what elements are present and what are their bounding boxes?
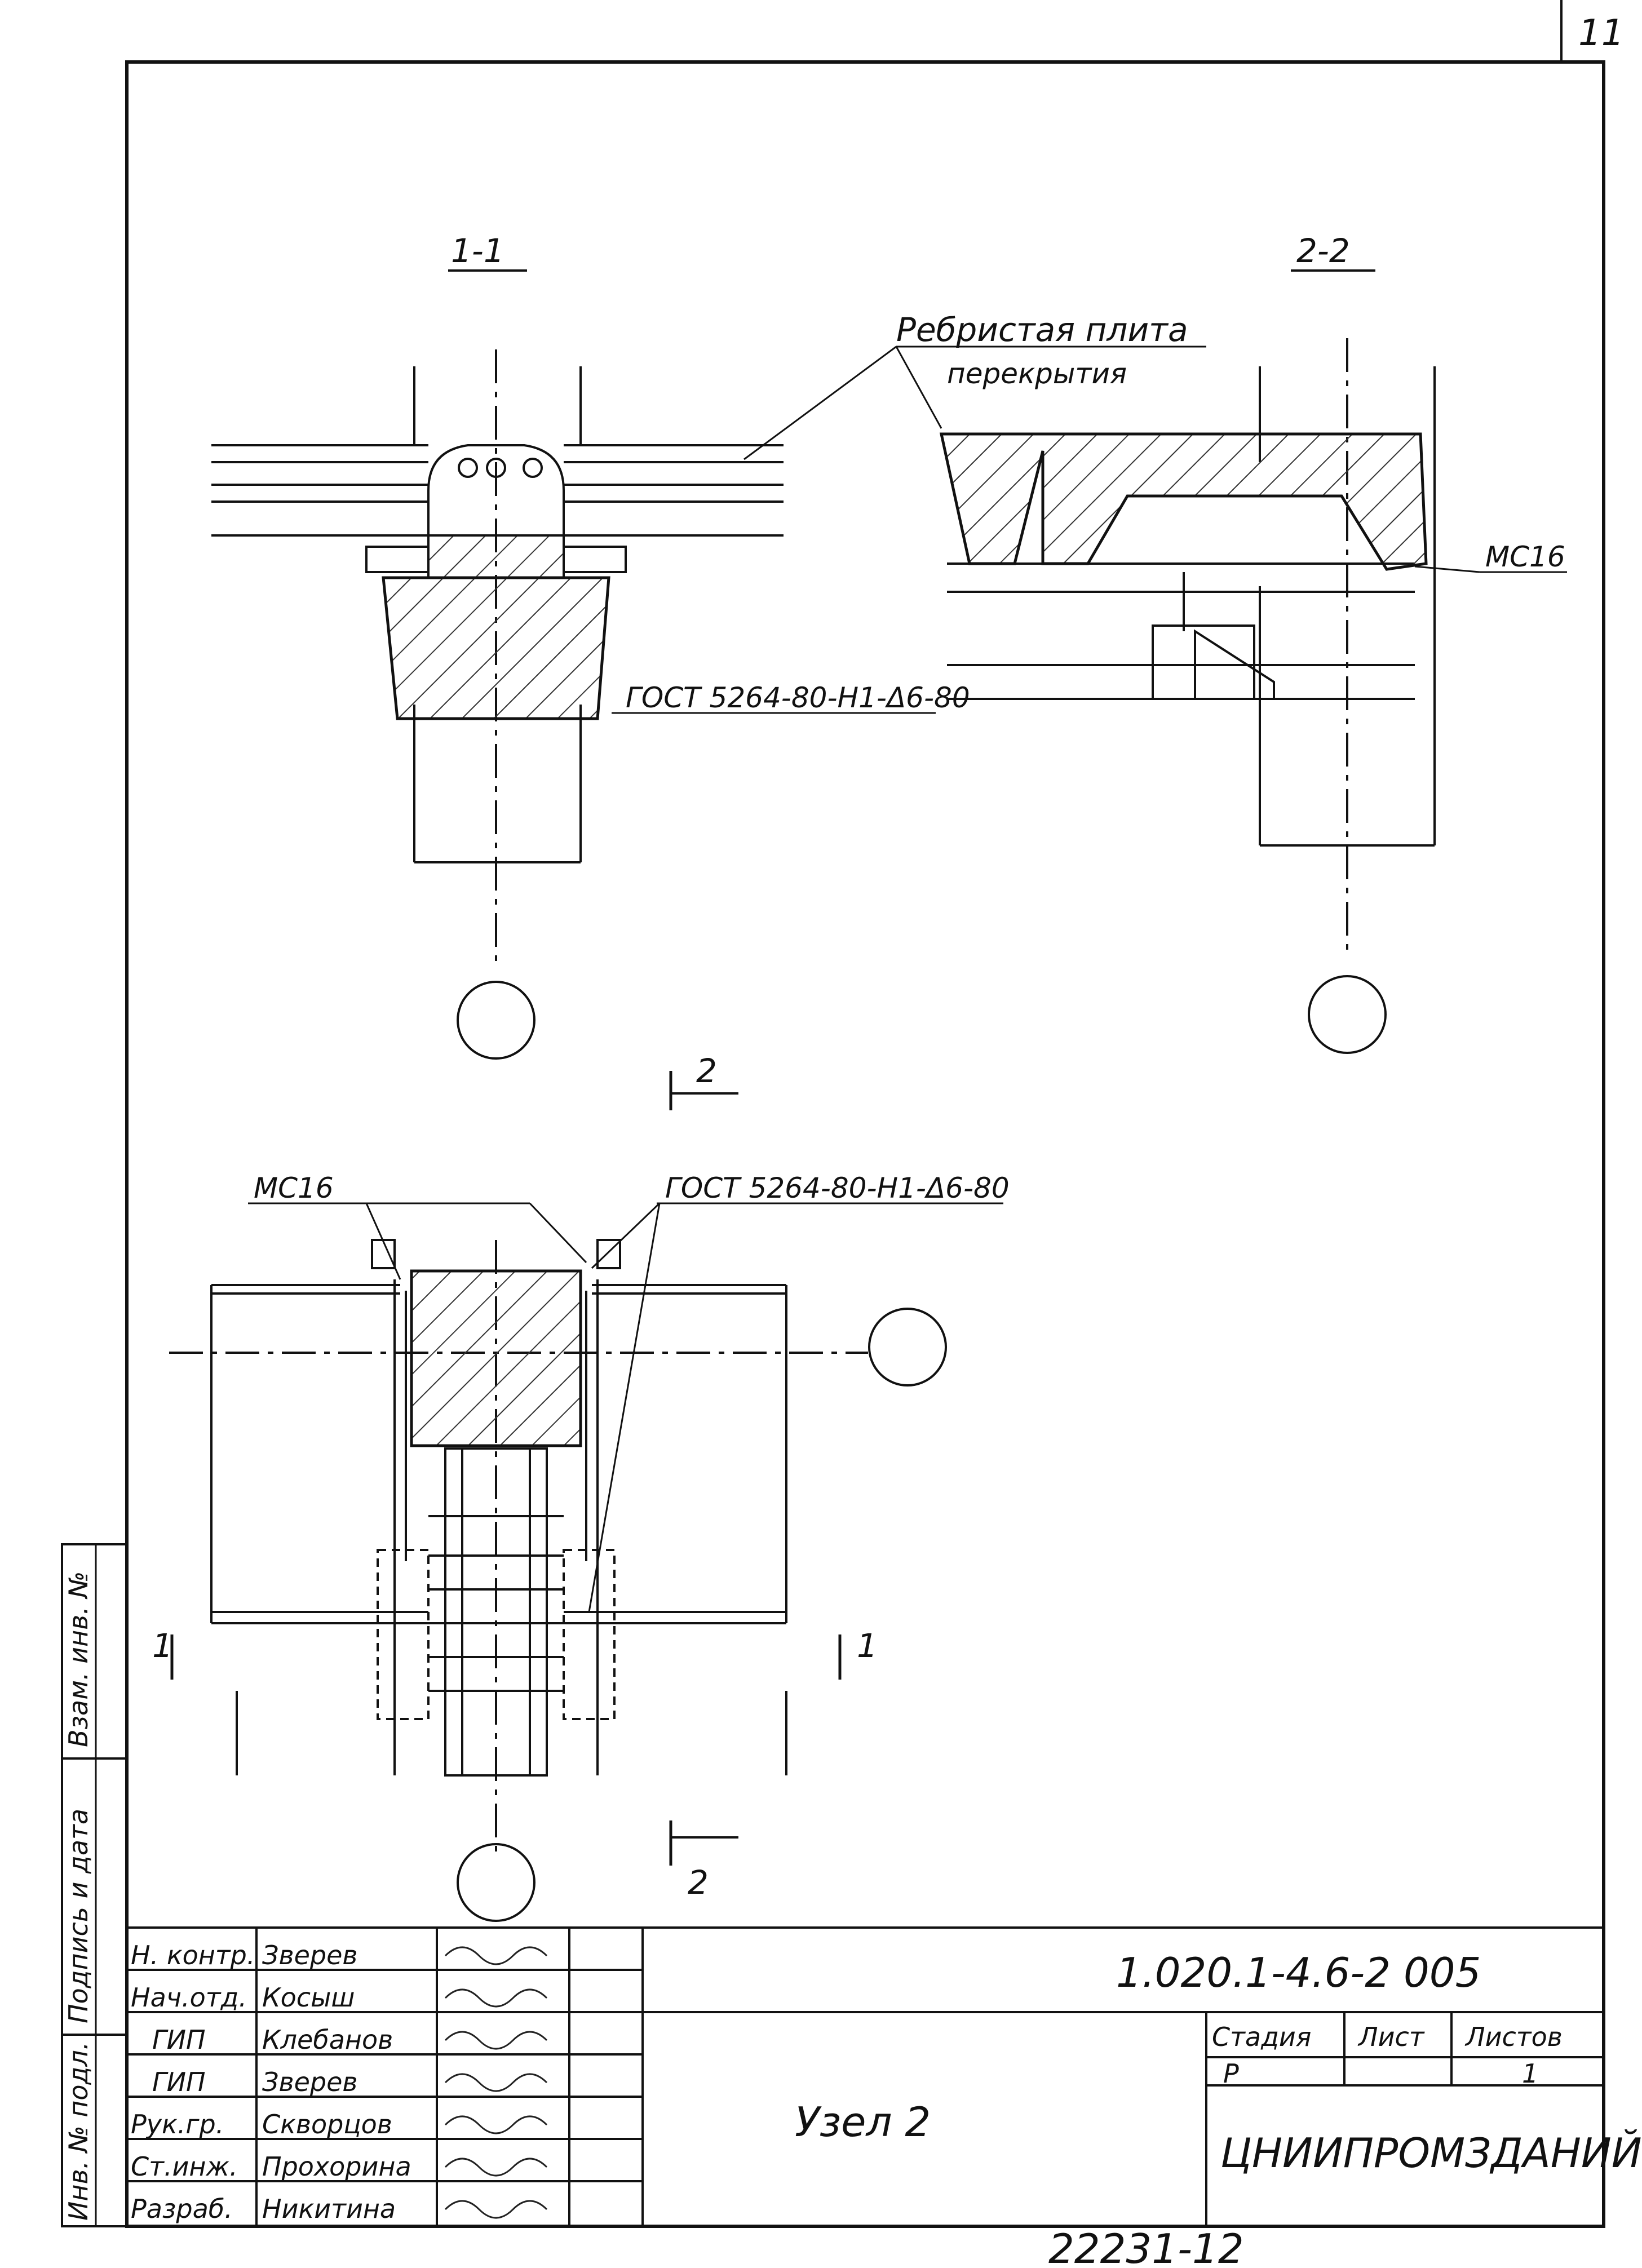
tb-role-5: Ст.инж. [131,2151,238,2182]
drawing-frame [125,60,1605,2228]
mc16-callout-plan: МС16 [248,1172,587,1280]
cut-mark-2-bottom: 2 [669,1820,738,1902]
tb-role-2: ГИП [152,2025,206,2055]
tb-name-6: Никитина [262,2194,396,2224]
mc16-label-right: МС16 [1485,541,1565,573]
stamp-inv-orig: Инв. № подл. [63,2042,94,2221]
tb-name-2: Клебанов [262,2025,393,2055]
tb-role-0: Н. контр. [131,1940,255,1970]
cut2-bottom-label: 2 [688,1863,709,1902]
stage-header: Стадия [1212,2022,1311,2052]
drawing-title: Узел 2 [795,2098,931,2146]
organization: ЦНИИПРОМЗДАНИЙ [1220,2129,1642,2177]
tb-name-0: Зверев [262,1940,358,1970]
doc-code: 1.020.1-4.6-2 005 [1116,1949,1481,1996]
section-1-1-view: 1-1 [211,232,784,1060]
gost-label-plan: ГОСТ 5264-80-Н1-Δ6-80 [665,1172,1010,1204]
title-block: Н. контр. Зверев Нач.отд. Косыш ГИП Клеб… [126,1926,1642,2227]
tb-name-3: Зверев [262,2067,358,2097]
side-stamp: Инв. № подл. Подпись и дата Взам. инв. № [61,1543,128,2227]
bottom-number: 22231-12 [1048,2225,1244,2268]
ribbed-slab-label-line2: перекрытия [947,357,1127,390]
plan-view [169,1239,947,1922]
gost-callout-top: ГОСТ 5264-80-Н1-Δ6-80 [612,681,970,714]
tb-role-4: Рук.гр. [131,2109,224,2139]
stamp-sign-date: Подпись и дата [63,1809,94,2023]
axis-marker-circle-4 [457,1843,535,1922]
sheets-value: 1 [1522,2058,1538,2089]
cut2-top-label: 2 [696,1052,717,1090]
section-2-2-label: 2-2 [1296,232,1350,270]
tb-name-5: Прохорина [262,2151,411,2182]
stamp-replace-inv: Взам. инв. № [63,1571,94,1747]
section-2-2-view: 2-2 [939,232,1436,1054]
axis-marker-circle-2 [1308,975,1387,1054]
sheet-header: Лист [1357,2022,1425,2052]
ribbed-slab-callout: Ребристая плита перекрытия [743,311,1206,460]
axis-marker-circle [457,981,535,1060]
cut-mark-1-left: 1 [152,1627,174,1680]
sheet-number: 11 [1578,12,1624,54]
mc16-label-plan: МС16 [254,1172,334,1204]
signatures [444,1946,548,2219]
mc16-callout-right: МС16 [1414,541,1567,573]
stage-value: Р [1223,2058,1239,2089]
cut1-right-label: 1 [857,1627,878,1665]
gost-label-top: ГОСТ 5264-80-Н1-Δ6-80 [626,681,970,714]
ribbed-slab-label-line1: Ребристая плита [896,311,1188,349]
tb-name-1: Косыш [262,1982,355,2013]
tb-role-6: Разраб. [131,2194,233,2224]
cut-mark-2-top: 2 [669,1052,738,1110]
axis-marker-circle-3 [868,1308,947,1387]
sheets-header: Листов [1464,2022,1563,2052]
tb-role-1: Нач.отд. [131,1982,247,2013]
cut1-left-label: 1 [152,1627,173,1665]
cut-mark-1-right: 1 [838,1627,878,1680]
section-1-1-label: 1-1 [451,232,504,270]
gost-callout-plan: ГОСТ 5264-80-Н1-Δ6-80 [588,1172,1010,1613]
tb-name-4: Скворцов [262,2109,392,2139]
tb-role-3: ГИП [152,2067,206,2097]
